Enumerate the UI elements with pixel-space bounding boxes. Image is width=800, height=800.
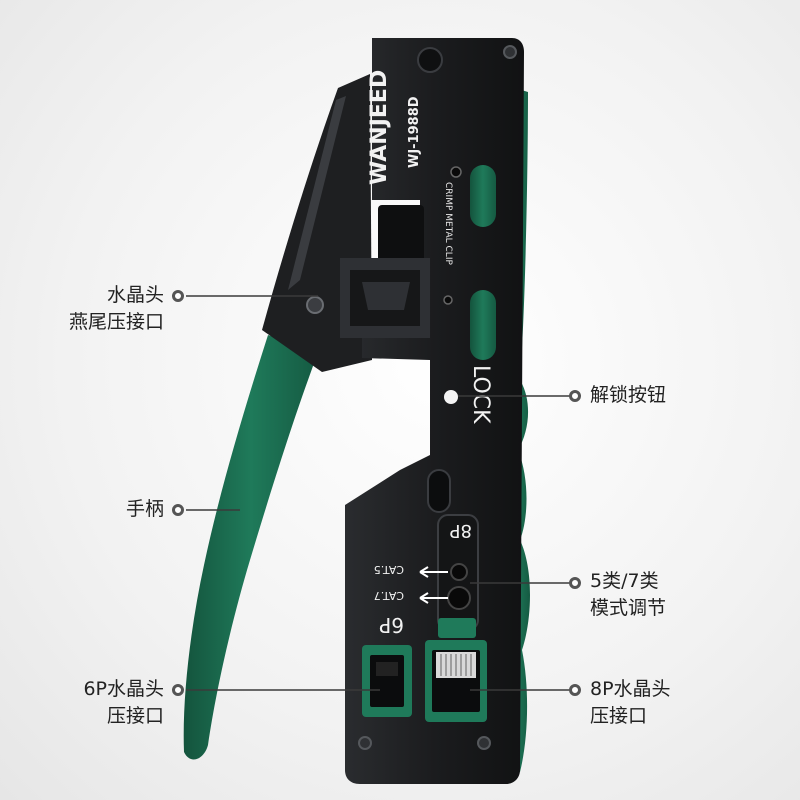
callout-dot-release <box>569 390 581 402</box>
callout-crimp-tail-line2: 燕尾压接口 <box>68 311 164 333</box>
handle-grip <box>183 335 318 760</box>
callout-mode: 5类/7类 模式调节 <box>590 568 666 622</box>
cat5-arrow <box>419 566 448 578</box>
cat7-label: CAT.7 <box>374 589 404 602</box>
port-6p-contacts <box>376 662 398 676</box>
release-button[interactable] <box>444 390 458 404</box>
port-8p-latch <box>438 618 476 638</box>
callout-mode-line1: 5类/7类 <box>590 570 659 592</box>
handle-screw <box>306 296 324 314</box>
callout-dot-mode <box>569 577 581 589</box>
bottom-left-screw <box>358 736 372 750</box>
callout-8p-line1: 8P水晶头 <box>590 678 671 700</box>
callout-dot-6p <box>172 684 184 696</box>
mode-slot-upper <box>427 469 451 513</box>
handle-arm-highlight <box>288 96 346 290</box>
port-8p-contact-lines <box>440 654 472 676</box>
top-grip-pad <box>470 165 496 227</box>
cat7-arrow <box>419 592 448 604</box>
lock-label: LOCK <box>468 365 493 424</box>
brand-logo: WANJEED <box>367 70 392 185</box>
mid-grip-pad <box>470 290 496 360</box>
clip-label: CRIMP METAL CLIP <box>443 182 453 265</box>
top-screw <box>417 47 443 73</box>
indicator-hole-2 <box>443 295 453 305</box>
callout-crimp-tail: 水晶头 燕尾压接口 <box>69 282 164 336</box>
callout-handle: 手柄 <box>126 496 164 523</box>
indicator-hole <box>450 166 462 178</box>
callout-dot-8p <box>569 684 581 696</box>
callout-dot-handle <box>172 504 184 516</box>
model-number: WJ-1988D <box>407 96 422 168</box>
callout-8p: 8P水晶头 压接口 <box>590 676 671 730</box>
callout-mode-line2: 模式调节 <box>590 597 667 619</box>
callout-release: 解锁按钮 <box>590 382 666 409</box>
callout-6p-line2: 压接口 <box>106 705 164 727</box>
port-8p-label: 8P <box>450 520 472 541</box>
port-6p-label: 6P <box>379 613 404 637</box>
cat5-label: CAT.5 <box>374 563 404 576</box>
crimp-tail-jaw-teeth <box>350 270 420 326</box>
cat5-hole <box>450 563 468 581</box>
callout-6p-line1: 6P水晶头 <box>83 678 164 700</box>
callout-handle-line1: 手柄 <box>125 498 164 520</box>
callout-8p-line2: 压接口 <box>590 705 648 727</box>
callout-6p: 6P水晶头 压接口 <box>83 676 164 730</box>
callout-release-line1: 解锁按钮 <box>590 384 667 406</box>
right-top-screw <box>503 45 517 59</box>
callout-dot-crimp-tail <box>172 290 184 302</box>
bottom-right-screw <box>477 736 491 750</box>
cat7-hole[interactable] <box>447 586 471 610</box>
callout-crimp-tail-line1: 水晶头 <box>106 284 164 306</box>
